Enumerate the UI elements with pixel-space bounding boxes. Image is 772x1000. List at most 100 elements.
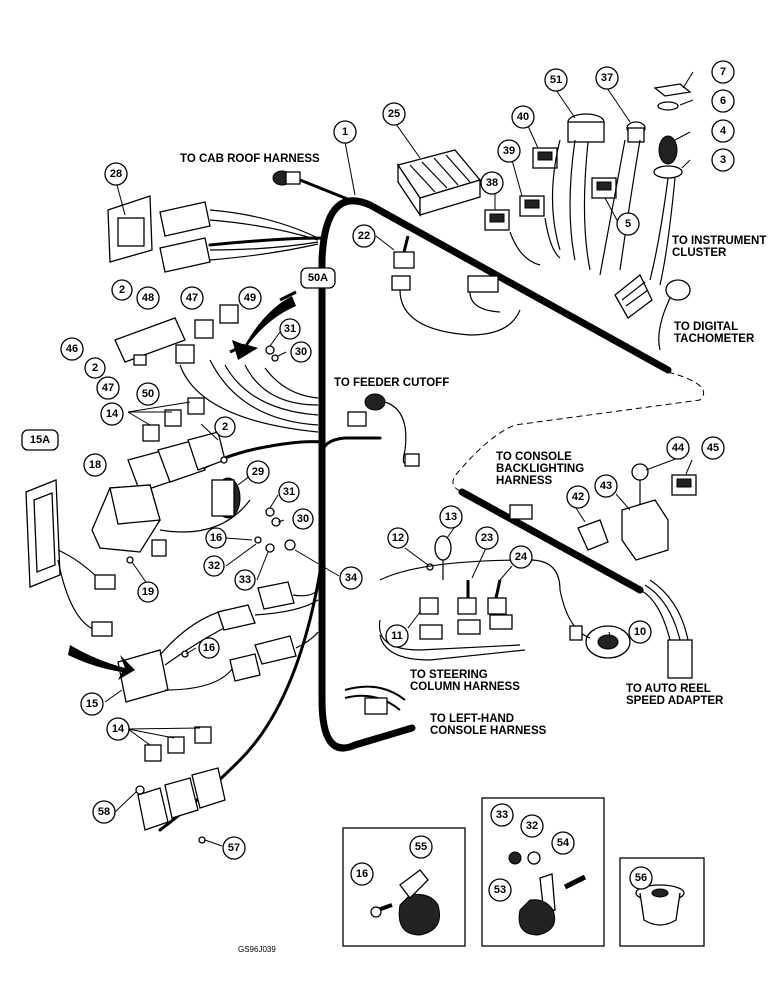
arrow-50a-icon — [232, 296, 296, 360]
callout-10: 10 — [628, 620, 652, 644]
callout-23: 23 — [475, 526, 499, 550]
svg-text:30: 30 — [297, 513, 309, 525]
label-tach-2: TACHOMETER — [674, 333, 755, 345]
drawing-code: GS96J039 — [238, 945, 276, 954]
svg-text:33: 33 — [239, 574, 251, 586]
svg-text:43: 43 — [600, 480, 612, 492]
callout-22: 22 — [352, 224, 376, 248]
label-feeder: TO FEEDER CUTOFF — [334, 377, 449, 389]
callout-34: 34 — [339, 566, 363, 590]
callout-14-bottom: 14 — [106, 717, 130, 741]
svg-text:54: 54 — [557, 837, 570, 849]
bracket-28 — [107, 195, 153, 263]
callout-2-mid: 2 — [84, 357, 106, 379]
label-lefthand-2: CONSOLE HARNESS — [430, 725, 547, 737]
callout-13: 13 — [439, 505, 463, 529]
module-15 — [117, 609, 236, 703]
connectors-15a — [91, 574, 116, 637]
svg-text:46: 46 — [66, 343, 78, 355]
console-components — [509, 463, 697, 679]
callout-47-bottom: 47 — [96, 376, 120, 400]
solenoid-29 — [159, 477, 251, 533]
svg-text:48: 48 — [142, 292, 154, 304]
callout-18: 18 — [83, 453, 107, 477]
svg-text:38: 38 — [486, 177, 498, 189]
callout-33-inset: 33 — [490, 803, 514, 827]
label-steering-1: TO STEERING — [410, 669, 488, 681]
svg-text:53: 53 — [494, 884, 506, 896]
top-right-wiring — [509, 139, 676, 286]
svg-text:22: 22 — [358, 230, 370, 242]
svg-text:39: 39 — [503, 145, 515, 157]
svg-text:50A: 50A — [308, 272, 328, 284]
svg-text:40: 40 — [517, 111, 529, 123]
left-hand-console-connector — [344, 685, 406, 715]
svg-text:2: 2 — [222, 421, 228, 433]
tachometer-connector — [658, 279, 691, 351]
svg-text:28: 28 — [110, 168, 122, 180]
callout-32-inset: 32 — [520, 814, 544, 838]
label-steering-2: COLUMN HARNESS — [410, 681, 520, 693]
svg-text:24: 24 — [515, 551, 528, 563]
callout-30-top: 30 — [290, 341, 312, 363]
callout-14-top: 14 — [100, 402, 124, 426]
svg-text:6: 6 — [720, 95, 726, 107]
callout-15a: 15A — [21, 429, 59, 451]
svg-text:3: 3 — [720, 154, 726, 166]
svg-text:32: 32 — [526, 820, 538, 832]
label-reel-2: SPEED ADAPTER — [626, 695, 724, 707]
svg-text:19: 19 — [142, 586, 154, 598]
svg-text:10: 10 — [634, 626, 646, 638]
callout-49: 49 — [238, 286, 262, 310]
feeder-cutoff-connector — [347, 393, 420, 467]
callout-3: 3 — [711, 148, 735, 172]
leader-lines — [104, 71, 694, 847]
module-15a — [25, 479, 101, 631]
svg-text:16: 16 — [203, 642, 215, 654]
label-console-1: TO CONSOLE — [496, 451, 572, 463]
svg-text:16: 16 — [210, 532, 222, 544]
svg-text:25: 25 — [388, 108, 400, 120]
callout-51: 51 — [544, 68, 568, 92]
svg-text:55: 55 — [415, 841, 427, 853]
svg-text:42: 42 — [572, 491, 584, 503]
svg-text:2: 2 — [119, 284, 125, 296]
hardware-center — [126, 456, 434, 844]
svg-text:13: 13 — [445, 511, 457, 523]
callout-5: 5 — [616, 212, 640, 236]
svg-text:47: 47 — [186, 292, 198, 304]
callout-53: 53 — [488, 878, 512, 902]
callout-1: 1 — [333, 120, 357, 144]
svg-text:14: 14 — [106, 408, 119, 420]
relay-bracket-46 — [114, 317, 186, 363]
callout-37: 37 — [595, 66, 619, 90]
fuse-block — [396, 149, 482, 218]
svg-text:12: 12 — [392, 532, 404, 544]
callout-43: 43 — [594, 474, 618, 498]
callout-31-mid: 31 — [278, 481, 300, 503]
cab-roof-connector — [272, 170, 301, 186]
callout-44: 44 — [666, 436, 690, 460]
module-18 — [91, 484, 161, 553]
svg-text:14: 14 — [112, 723, 125, 735]
callout-40: 40 — [511, 105, 535, 129]
svg-text:45: 45 — [707, 442, 719, 454]
svg-text:58: 58 — [98, 806, 110, 818]
svg-text:1: 1 — [342, 126, 348, 138]
svg-text:15A: 15A — [30, 434, 50, 446]
label-cab-roof: TO CAB ROOF HARNESS — [180, 153, 320, 165]
svg-text:16: 16 — [356, 868, 368, 880]
svg-text:33: 33 — [496, 809, 508, 821]
svg-text:50: 50 — [142, 388, 154, 400]
callout-15: 15 — [80, 692, 104, 716]
callout-46: 46 — [60, 337, 84, 361]
svg-text:31: 31 — [284, 323, 296, 335]
svg-text:51: 51 — [550, 74, 562, 86]
callout-16-mid: 16 — [205, 527, 227, 549]
callout-33-mid: 33 — [234, 569, 256, 591]
svg-text:29: 29 — [252, 466, 264, 478]
callout-11: 11 — [385, 624, 409, 648]
callout-42: 42 — [566, 485, 590, 509]
svg-text:32: 32 — [208, 560, 220, 572]
